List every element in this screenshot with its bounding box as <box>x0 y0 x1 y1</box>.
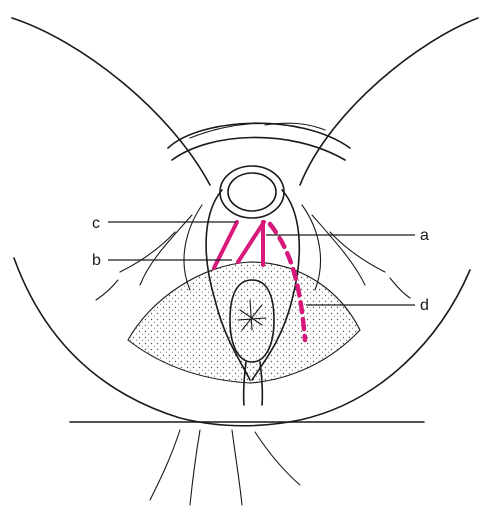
label-a: a <box>420 227 429 244</box>
label-c: c <box>92 215 100 232</box>
label-b: b <box>92 252 101 269</box>
table-edge <box>70 422 424 505</box>
mons-pubis <box>168 123 350 160</box>
label-d: d <box>420 297 429 314</box>
incision-line-b <box>238 222 264 262</box>
upper-opening <box>220 166 284 218</box>
perineal-area <box>128 262 360 383</box>
incision-line-c <box>214 222 237 268</box>
